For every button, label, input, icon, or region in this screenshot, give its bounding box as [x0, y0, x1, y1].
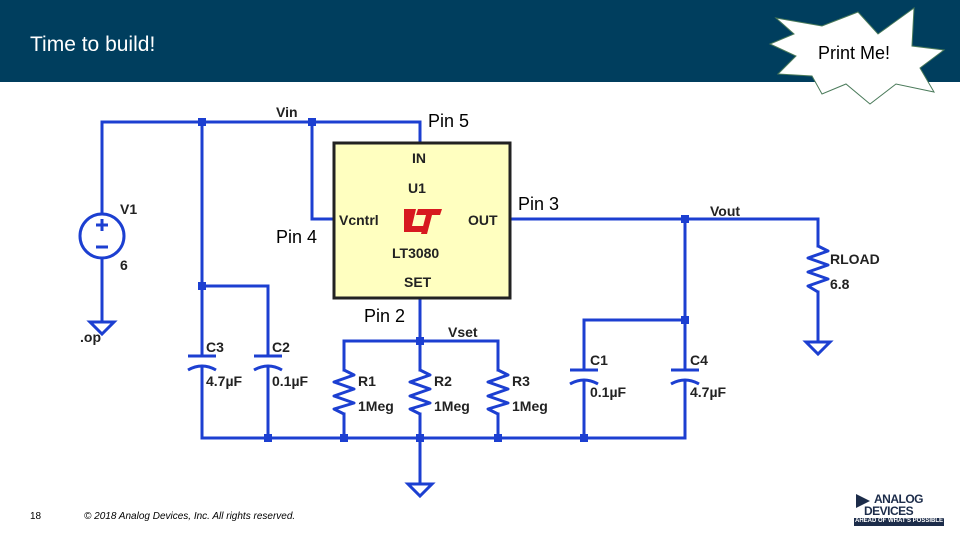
u1-pin-vctrl-label: Vcntrl	[339, 212, 379, 228]
c4-name-label: C4	[690, 352, 708, 368]
pin2-label: Pin 2	[364, 306, 406, 326]
c3-name-label: C3	[206, 339, 224, 355]
c1-value-label: 0.1µF	[590, 384, 627, 400]
r1-name-label: R1	[358, 373, 376, 389]
u1-part-label: LT3080	[392, 245, 439, 261]
r1-value-label: 1Meg	[358, 398, 394, 414]
pin4-label: Pin 4	[276, 227, 318, 247]
adi-logo-icon	[854, 494, 944, 526]
voltage-source-v1	[78, 212, 126, 260]
c1-name-label: C1	[590, 352, 608, 368]
logo-line1: ANALOG	[874, 492, 924, 506]
pin3-label: Pin 3	[518, 194, 560, 214]
net-vset-label: Vset	[448, 324, 478, 340]
rload-value-label: 6.8	[830, 276, 850, 292]
v1-name-label: V1	[120, 201, 137, 217]
logo-tagline: AHEAD OF WHAT'S POSSIBLE™	[855, 518, 949, 524]
r3-value-label: 1Meg	[512, 398, 548, 414]
copyright-text: © 2018 Analog Devices, Inc. All rights r…	[84, 511, 296, 522]
lt-logo-icon	[404, 209, 442, 234]
slide-title: Time to build!	[30, 33, 156, 56]
u1-pin-in-label: IN	[412, 150, 426, 166]
logo-line2: DEVICES	[864, 504, 914, 518]
u1-pin-out-label: OUT	[468, 212, 498, 228]
c4-value-label: 4.7µF	[690, 384, 727, 400]
net-vin-label: Vin	[276, 104, 298, 120]
u1-name-label: U1	[408, 180, 426, 196]
c2-value-label: 0.1µF	[272, 373, 309, 389]
c3-value-label: 4.7µF	[206, 373, 243, 389]
net-vout-label: Vout	[710, 203, 740, 219]
u1-pin-set-label: SET	[404, 274, 432, 290]
r2-name-label: R2	[434, 373, 452, 389]
v1-value-label: 6	[120, 257, 128, 273]
lt3080-ic	[332, 141, 512, 300]
op-directive-label: .op	[80, 329, 101, 345]
page-number: 18	[30, 511, 42, 522]
r3-name-label: R3	[512, 373, 530, 389]
r2-value-label: 1Meg	[434, 398, 470, 414]
pin5-label: Pin 5	[428, 111, 470, 131]
rload-name-label: RLOAD	[830, 251, 880, 267]
print-me-label: Print Me!	[818, 43, 891, 63]
c2-name-label: C2	[272, 339, 290, 355]
